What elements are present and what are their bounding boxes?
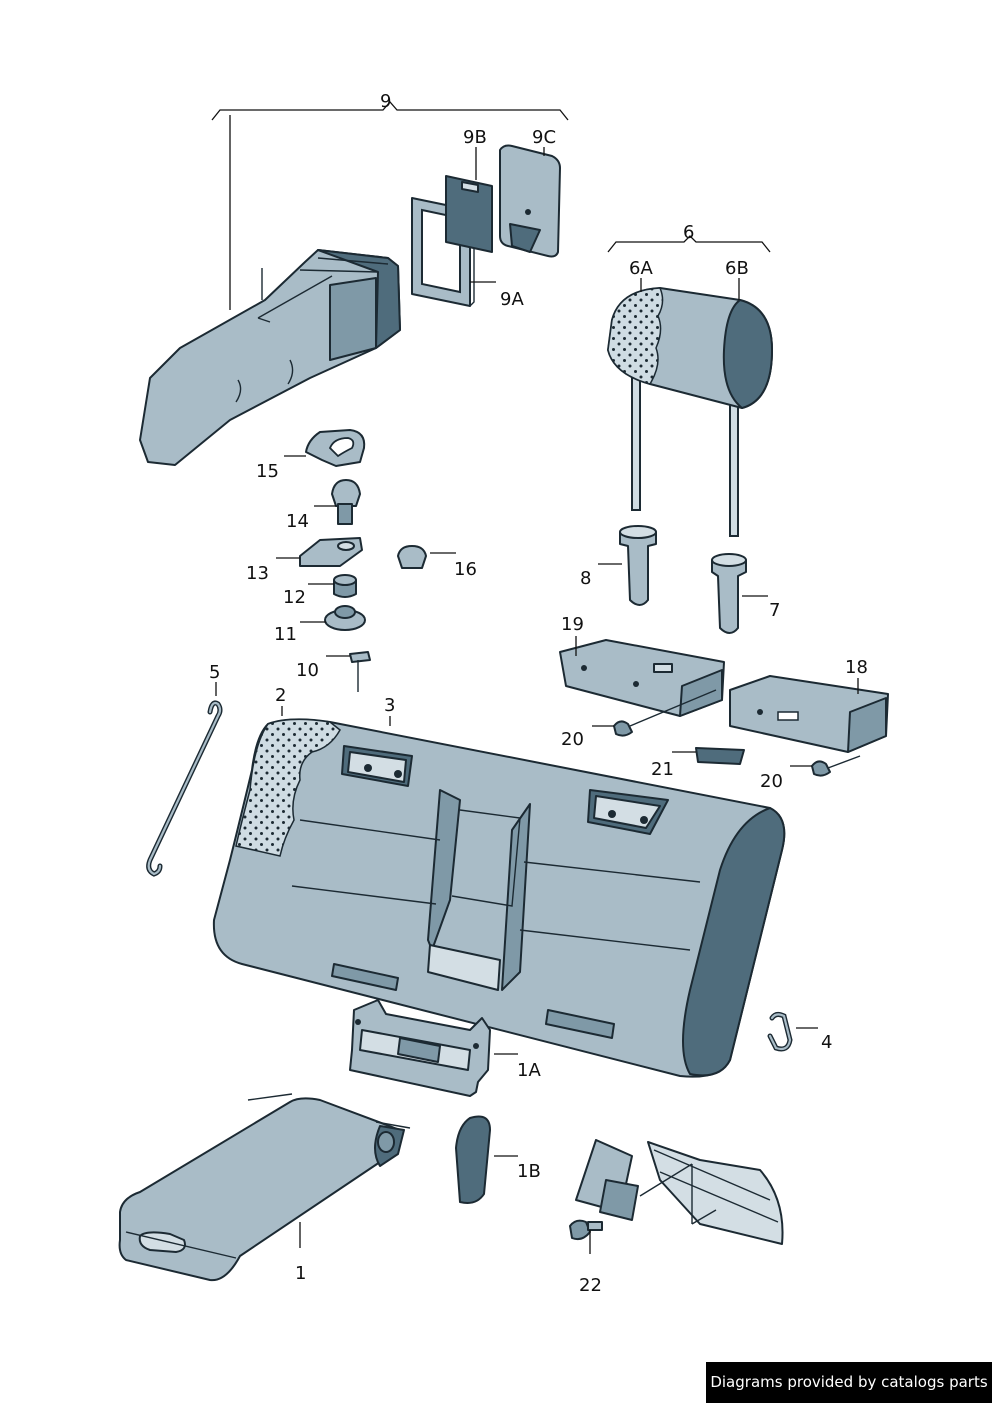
part-10-pin (349, 651, 371, 692)
part-19-bracket (559, 639, 725, 717)
leader-lines (211, 101, 859, 1254)
part-9C-panel (499, 144, 561, 258)
part-9B-cover (445, 175, 493, 253)
label-5: 5 (209, 662, 220, 683)
label-10: 10 (296, 660, 319, 681)
label-7: 7 (769, 600, 780, 621)
label-12: 12 (283, 587, 306, 608)
label-9B: 9B (463, 127, 487, 148)
label-1: 1 (295, 1263, 306, 1284)
part-5-wire (146, 700, 223, 877)
credit-banner: Diagrams provided by catalogs parts (706, 1362, 992, 1403)
part-11-washer (324, 605, 366, 631)
part-2-cover-section (235, 718, 341, 857)
label-1B: 1B (517, 1161, 541, 1182)
part-9-armrest (139, 249, 401, 466)
part-3-backrest (212, 718, 786, 1078)
part-20-screw-b (811, 755, 861, 777)
part-12-spacer (333, 574, 357, 598)
part-21-clip (695, 747, 745, 765)
part-13-bracket (299, 537, 363, 567)
credit-text: Diagrams provided by catalogs parts (710, 1373, 988, 1391)
label-20b: 20 (760, 771, 783, 792)
part-labels: 9 9B 9C 9A 6 6A 6B 15 14 13 16 12 11 10 … (209, 91, 868, 1296)
label-18: 18 (845, 657, 868, 678)
part-1B-cap (455, 1115, 491, 1204)
part-4-hook (767, 1011, 793, 1052)
label-11: 11 (274, 624, 297, 645)
label-9A: 9A (500, 289, 524, 310)
label-2: 2 (275, 685, 286, 706)
part-15-clip (305, 429, 366, 467)
label-14: 14 (286, 511, 309, 532)
part-22-detail (569, 1139, 784, 1245)
label-9: 9 (380, 91, 391, 112)
label-3: 3 (384, 695, 395, 716)
label-9C: 9C (532, 127, 556, 148)
label-6: 6 (683, 222, 694, 243)
label-20a: 20 (561, 729, 584, 750)
label-21: 21 (651, 759, 674, 780)
part-1-armrest (118, 1093, 411, 1282)
part-20-screw-a (613, 689, 717, 737)
label-16: 16 (454, 559, 477, 580)
label-6B: 6B (725, 258, 749, 279)
part-14-bolt (331, 479, 361, 525)
label-1A: 1A (517, 1060, 541, 1081)
label-6A: 6A (629, 258, 653, 279)
label-15: 15 (256, 461, 279, 482)
part-7-guide (711, 553, 747, 634)
part-6-headrest (607, 287, 773, 537)
label-22: 22 (579, 1275, 602, 1296)
part-1A-bracket (349, 999, 491, 1097)
part-8-guide (619, 525, 657, 606)
part-18-bracket (729, 675, 889, 753)
label-4: 4 (821, 1032, 832, 1053)
part-16-plug (397, 545, 427, 569)
label-19: 19 (561, 614, 584, 635)
label-13: 13 (246, 563, 269, 584)
label-8: 8 (580, 568, 591, 589)
